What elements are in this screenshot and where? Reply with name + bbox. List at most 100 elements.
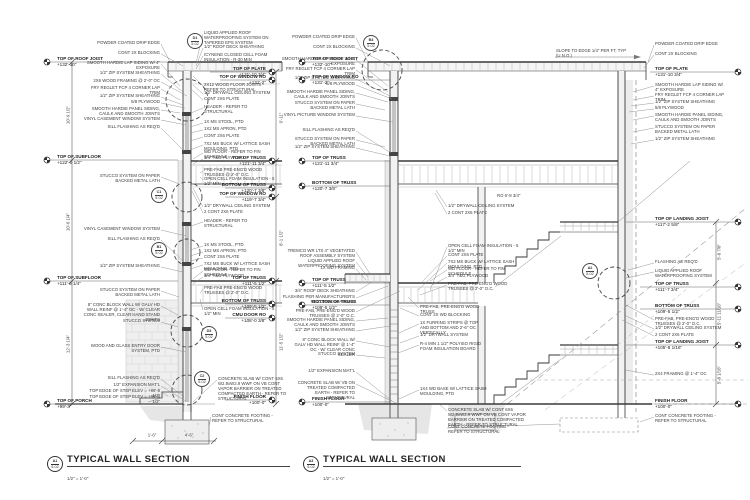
annotation-label: 2 CONT 2X6 PLATE [448, 210, 488, 215]
annotation-label: PRE-FAB, PRE-ENG'D WOOD TRUSSES @ 2'-0" … [295, 308, 355, 318]
annotation-label: 1/2" ZIP SYSTEM SHEATHING [655, 136, 716, 141]
annotation-label: OPEN CELL FOAM INSULATION - 5 1/2" MIN [204, 306, 275, 316]
dimension-label: 12'-3 1/4" [65, 334, 71, 354]
elevation-marker: TOP OF WINDOW RO+131'-2" [312, 74, 359, 85]
annotation-label: CONCRETE SLAB W/ VB ON TREATED COMPACTED… [297, 380, 355, 400]
annotation-label: SMOOTH HARDIE PANEL SIDING, CAULK AND SM… [655, 112, 724, 122]
annotation-label: CONT 2X BLOCKING [313, 44, 355, 49]
title-scale: 1/2" = 1'-0" [67, 476, 89, 481]
annotation-label: 3/4" T&G PLYWOOD [448, 273, 489, 278]
annotation-label: CONT 2X6 PLATE [204, 254, 240, 259]
annotation-label: HEADER - REFER TO STRUCTURAL [204, 218, 248, 228]
elevation-marker: BOTTOM OF TRUSS+109'-5 1/2" [312, 299, 357, 310]
annotation-label: 3/4" ROOF DECK SHEATHING [294, 288, 355, 293]
annotation-label: VINYL CASEMENT WINDOW SYSTEM [83, 226, 160, 231]
annotation-label: 1/2" DRYWALL SYSTEM [420, 332, 468, 337]
dimension-label: 10'-9 1/2" [65, 105, 71, 125]
annotation-label: SMOOTH HARDIE LAP SIDING W/ 4" EXPOSURE [281, 56, 355, 66]
annotation-label: 1/2" ZIP SYSTEM SHEATHING [655, 99, 716, 104]
elevation-marker: BOTTOM OF TRUSS+109'-5 1/2" [221, 298, 266, 309]
annotation-label: R-4 MIN 1 1/2" POLYISO RIGID FOAM INSULA… [420, 341, 482, 351]
elevation-marker: TOP OF TRUSS+121'-11 3/4" [312, 155, 346, 166]
title-text: TYPICAL WALL SECTION 1/2" = 1'-0" [323, 454, 521, 485]
right-section-linework [344, 49, 748, 441]
elevation-marker: BOTTOM OF TRUSS+109'-5 1/2" [655, 303, 700, 314]
annotation-label: WD FLOOR - REFER TO FIN SCHEDULE [448, 266, 505, 276]
annotation-label: 1/2" ZIP SYSTEM SHEATHING [294, 327, 355, 332]
annotation-label: 2X12 WOOD FLOOR JOISTS - REFER TO STRUCT… [204, 82, 264, 92]
annotation-label: CONT 2X6 PLATE [204, 133, 240, 138]
annotation-label: 2 CONT 2X6 PLATE [204, 209, 244, 214]
annotation-label: PRE-FAB, PRE-ENG'D WOOD TRUSS [420, 304, 480, 314]
annotation-label: POWDER COATED DRIP EDGE [292, 34, 355, 39]
annotation-label: TOP EDGE OF STEP ELEV = +99'-4 1/2" [89, 394, 160, 404]
annotation-label: SILL FLASHING AS REQ'D [302, 127, 355, 132]
annotation-label: 2 CONT 2X6 PLATE [655, 332, 695, 337]
dimension-label: 8'-1 1/2" [278, 230, 284, 246]
annotation-label: 3/4" T&G PLYWOOD [204, 273, 245, 278]
annotation-label: SILL FLASHING AS REQ'D [107, 375, 160, 380]
annotation-label: 1/2" ROOF DECK SHEATHING [204, 44, 265, 49]
annotation-label: 1X2 MS APRON, PTD [204, 126, 247, 131]
annotation-label: STUCCO SYSTEM ON PAPER BACKED METAL LATH [294, 100, 355, 110]
annotation-label: 1X FURRING STRIPS @ TOP AND BOTTOM AND 2… [420, 320, 479, 335]
annotation-label: STUCCO SYSTEM ON PAPER BACKED METAL LATH [655, 124, 716, 134]
annotation-label: CONT 2X6 PLATE [448, 252, 484, 257]
annotation-label: 8" CONC BLOCK WALL W/ GALV HD WALL REINF… [294, 337, 355, 357]
annotation-label: SILL FLASHING AS REQ'D [107, 124, 160, 129]
annotation-label: CONT 2X6 PLATE [204, 96, 240, 101]
annotation-label: LIQUID APPLIED ROOF WATERPROOFING SYSTEM… [204, 30, 269, 45]
annotation-label: 1/2" ZIP SYSTEM SHEATHING [294, 144, 355, 149]
annotation-label: 1/2" ZIP SYSTEM SHEATHING [99, 263, 160, 268]
annotation-label: PRE-FAB PRE-ENG'D WOOD TRUSSES @ 2'-0" O… [204, 285, 263, 295]
elevation-marker: FINISH FLOOR+100'-0" [312, 396, 345, 407]
elevation-marker: TOP OF TRUSS+121'-11 3/4" [232, 155, 266, 166]
elevation-marker: TOP OF PORCH+99'-3" [57, 398, 92, 409]
annotation-label: SMOOTH HARDIE PANEL SIDING, CAULK AND SM… [286, 89, 355, 99]
annotation-label: VINYL CASEMENT WINDOW SYSTEM [83, 116, 160, 121]
annotation-label: TOP EDGE OF STEP ELEV = +99'-8 1/2" [89, 388, 160, 398]
annotation-label: LIQUID APPLIED ROOF WATERPROOFING SYSTEM [298, 258, 355, 268]
annotation-label: 1/2" DRYWALL CEILING SYSTEM [448, 203, 515, 208]
annotation-label: STUCCO SYSTEM ON PAPER BACKED METAL LATH [294, 136, 355, 146]
annotation-label: PRE-FAB, PRE-ENG'D WOOD TRUSSES @ 2'-0" … [655, 316, 715, 326]
annotation-label: SLOPE TO EDGE 1/4" PER FT, TYP (U.N.O.) [556, 48, 626, 58]
title-bubble-sheet: 5.02 [51, 464, 59, 469]
annotation-label: 1/2" ZIP SYSTEM SHEATHING [99, 93, 160, 98]
annotation-label: WD FLOOR - REFER TO FIN SCHEDULE [204, 149, 261, 159]
annotation-label: WOOD AND GLASS ENTRY DOOR SYSTEM, PTD [90, 343, 160, 353]
annotation-label: HEADER - REFER TO STRUCTURAL [204, 104, 248, 114]
dimension-label: 1'-6" [147, 432, 157, 438]
annotation-label: WD FLOOR - REFER TO FIN SCHEDULE [204, 267, 261, 277]
elevation-marker: TOP OF SUBFLOOR+122'-0 1/2" [57, 154, 101, 165]
drawing-title-left: A1 5.02 TYPICAL WALL SECTION 1/2" = 1'-0… [47, 454, 290, 485]
elevation-marker: TOP OF LANDING JOIST+105'-8 1/16" [655, 339, 709, 350]
annotation-label: OPEN CELL FOAM INSULATION - 5 1/2" MIN [448, 243, 519, 253]
annotation-label: 1X MS STOOL, PTD [204, 242, 244, 247]
annotation-label: 5/8 PLYWOOD [655, 105, 684, 110]
elevation-marker: BOTTOM OF TRUSS+120'-7 3/8" [221, 182, 266, 193]
annotation-label: CONT CONCRETE FOOTING - REFER TO STRUCTU… [655, 413, 716, 423]
annotation-label: STUCCO SYSTEM ON PAPER BACKED METAL LATH [99, 287, 160, 297]
annotation-label: SILL FLASHING AS REQ'D [107, 236, 160, 241]
annotation-label: OPEN CELL FOAM INSULATION - 5 1/2" MIN [204, 176, 275, 186]
annotation-label: 1X WD FRAMING [320, 265, 355, 270]
annotation-label: 5/8 PLYWOOD [326, 81, 355, 86]
elevation-marker: FINISH FLOOR+100'-0" [655, 398, 688, 409]
annotation-label: FRY REGLET FCP 4 CORNER LAP TRIM [655, 92, 725, 102]
annotation-label: PRE-FAB, PRE-ENG'D WOOD TRUSSES @ 2'-0" … [448, 281, 508, 291]
elevation-marker: TOP OF TRUSS+111'-5 1/2" [312, 277, 346, 288]
annotation-label: 1X2 MS APRON, PTD [204, 248, 247, 253]
annotation-label: 8" CONC BLOCK WALL W/ GALV HD WALL REINF… [83, 302, 160, 322]
annotation-label: 5/8 PLYWOOD [131, 99, 160, 104]
annotation-label: 1/2" ZIP SYSTEM SHEATHING [99, 70, 160, 75]
annotation-label: SMOOTH HARDIE PANEL SIDING, CAULK AND SM… [91, 106, 160, 116]
dimension-label: 11'-5 1/2" [278, 333, 284, 351]
annotation-label: CONCRETE SLAB W/ CONT 6X6 W2.9xW2.9 WWF … [448, 407, 526, 427]
annotation-label: CONT CONCRETE FOOTING - REFER TO STRUCTU… [448, 424, 509, 434]
